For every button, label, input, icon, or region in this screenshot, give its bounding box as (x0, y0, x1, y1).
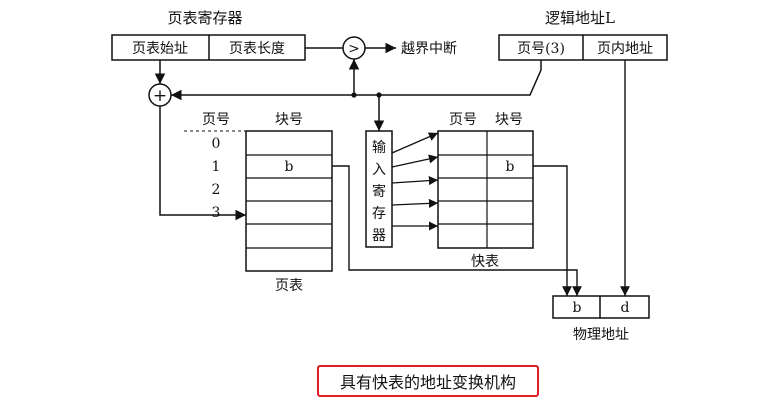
page-table-register-title: 页表寄存器 (167, 9, 242, 27)
page-table-cell: b (285, 159, 294, 175)
input-register-char: 寄 (372, 183, 386, 200)
input-register-char: 输 (372, 140, 386, 156)
tlb-fanout-arrows (391, 132, 439, 231)
logical-address-title: 逻辑地址L (545, 9, 615, 27)
page-table-start-address-field: 页表始址 (132, 41, 188, 57)
input-register-char: 器 (372, 228, 386, 244)
adder-symbol: + (153, 86, 167, 106)
bus-junction-dot (376, 92, 382, 98)
input-register-char: 存 (372, 206, 386, 222)
page-table: b (245, 130, 333, 272)
tlb-block-header: 块号 (495, 112, 523, 128)
physical-offset-field: d (621, 300, 630, 316)
physical-block-field: b (573, 300, 582, 316)
page-table-page-header: 页号 (202, 112, 230, 128)
page-number-3: 3 (212, 205, 221, 221)
page-number-1: 1 (212, 159, 221, 175)
figure-caption-text: 具有快表的地址变换机构 (339, 373, 516, 392)
page-table-register: 页表始址 页表长度 (111, 34, 306, 61)
figure-caption: 具有快表的地址变换机构 (317, 365, 539, 397)
tlb-to-physical-arrow (533, 165, 572, 296)
page-number-bus (171, 59, 542, 131)
tlb-block-cell: b (506, 159, 515, 175)
tlb-label: 快表 (471, 254, 499, 270)
bus-junction-dot (351, 92, 357, 98)
comparator: > (342, 36, 366, 60)
tlb-table: b (437, 130, 534, 249)
input-register: 输 入 寄 存 器 (365, 130, 393, 248)
out-of-bounds-interrupt-label: 越界中断 (401, 41, 457, 57)
physical-address-register: b d (552, 295, 650, 319)
page-table-to-physical-arrow (332, 165, 582, 296)
logical-page-number-field: 页号(3) (517, 41, 565, 57)
adder: + (148, 83, 172, 107)
logical-offset-field: 页内地址 (597, 41, 653, 57)
adder-to-page-table-arrow (159, 106, 246, 221)
page-table-block-header: 块号 (275, 112, 303, 128)
tlb-page-header: 页号 (449, 112, 477, 128)
comparator-symbol: > (348, 41, 360, 57)
logical-address-register: 页号(3) 页内地址 (498, 34, 668, 61)
page-number-0: 0 (212, 136, 221, 152)
input-register-char: 入 (372, 162, 386, 178)
page-table-label: 页表 (275, 278, 303, 294)
page-number-2: 2 (212, 182, 221, 198)
physical-address-label: 物理地址 (573, 327, 629, 343)
page-table-length-field: 页表长度 (229, 41, 285, 57)
